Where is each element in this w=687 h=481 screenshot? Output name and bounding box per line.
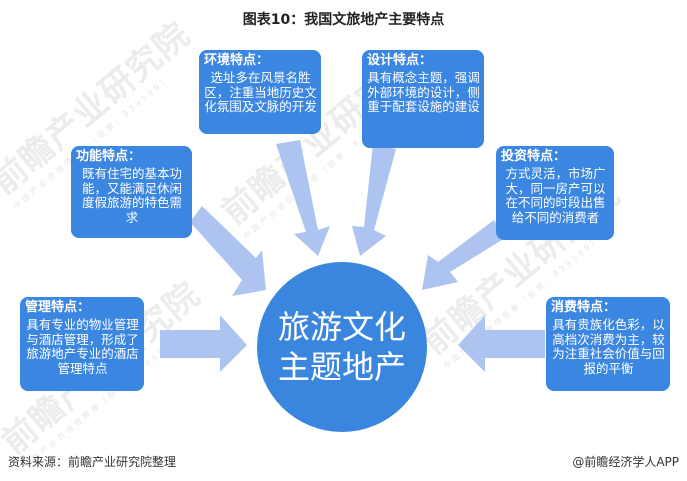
feature-text: 方式灵活，市场广大，同一房产可以在不同的时段出售给不同的消费者 [505, 166, 606, 225]
feature-box-management: 管理特点： 具有专业的物业管理与酒店管理，形成了旅游地产专业的酒店管理特点 [20, 297, 144, 391]
diagram-title: 图表10：我国文旅地产主要特点 [242, 12, 445, 28]
arrow-environment [276, 140, 330, 256]
source-note: 资料来源：前瞻产业研究院整理 [8, 455, 177, 469]
feature-heading: 功能特点： [76, 149, 142, 164]
center-circle: 旅游文化主题地产 [257, 262, 427, 432]
feature-box-function: 功能特点： 既有住宅的基本功能，又能满足休闲度假旅游的特色需求 [71, 146, 192, 238]
feature-box-design: 设计特点： 具有概念主题，强调外部环境的设计，侧重于配套设施的建设 [362, 50, 484, 148]
arrow-investment [422, 220, 505, 290]
feature-heading: 消费特点： [551, 300, 617, 315]
center-label: 旅游文化主题地产 [277, 308, 406, 386]
feature-text: 选址多在风景名胜区，注重当地历史文化氛围及文脉的开发 [204, 70, 317, 114]
feature-box-investment: 投资特点： 方式灵活，市场广大，同一房产可以在不同的时段出售给不同的消费者 [496, 146, 614, 240]
feature-text: 既有住宅的基本功能，又能满足休闲度假旅游的特色需求 [81, 166, 182, 225]
feature-text: 具有贵族化色彩，以高档次消费为主，较为注重社会价值与回报的平衡 [552, 317, 665, 376]
feature-heading: 设计特点： [367, 53, 433, 68]
feature-box-consumption: 消费特点： 具有贵族化色彩，以高档次消费为主，较为注重社会价值与回报的平衡 [546, 297, 670, 391]
feature-heading: 投资特点： [501, 149, 567, 164]
feature-heading: 管理特点： [25, 300, 91, 315]
brand-credit: @前瞻经济学人APP [572, 455, 679, 469]
feature-box-environment: 环境特点： 选址多在风景名胜区，注重当地历史文化氛围及文脉的开发 [199, 50, 321, 134]
arrow-function [190, 206, 266, 296]
arrow-management [160, 315, 247, 372]
arrow-design [352, 144, 396, 256]
arrow-consumption [458, 315, 545, 372]
feature-heading: 环境特点： [204, 53, 270, 68]
feature-text: 具有专业的物业管理与酒店管理，形成了旅游地产专业的酒店管理特点 [26, 317, 139, 376]
feature-text: 具有概念主题，强调外部环境的设计，侧重于配套设施的建设 [367, 70, 480, 114]
